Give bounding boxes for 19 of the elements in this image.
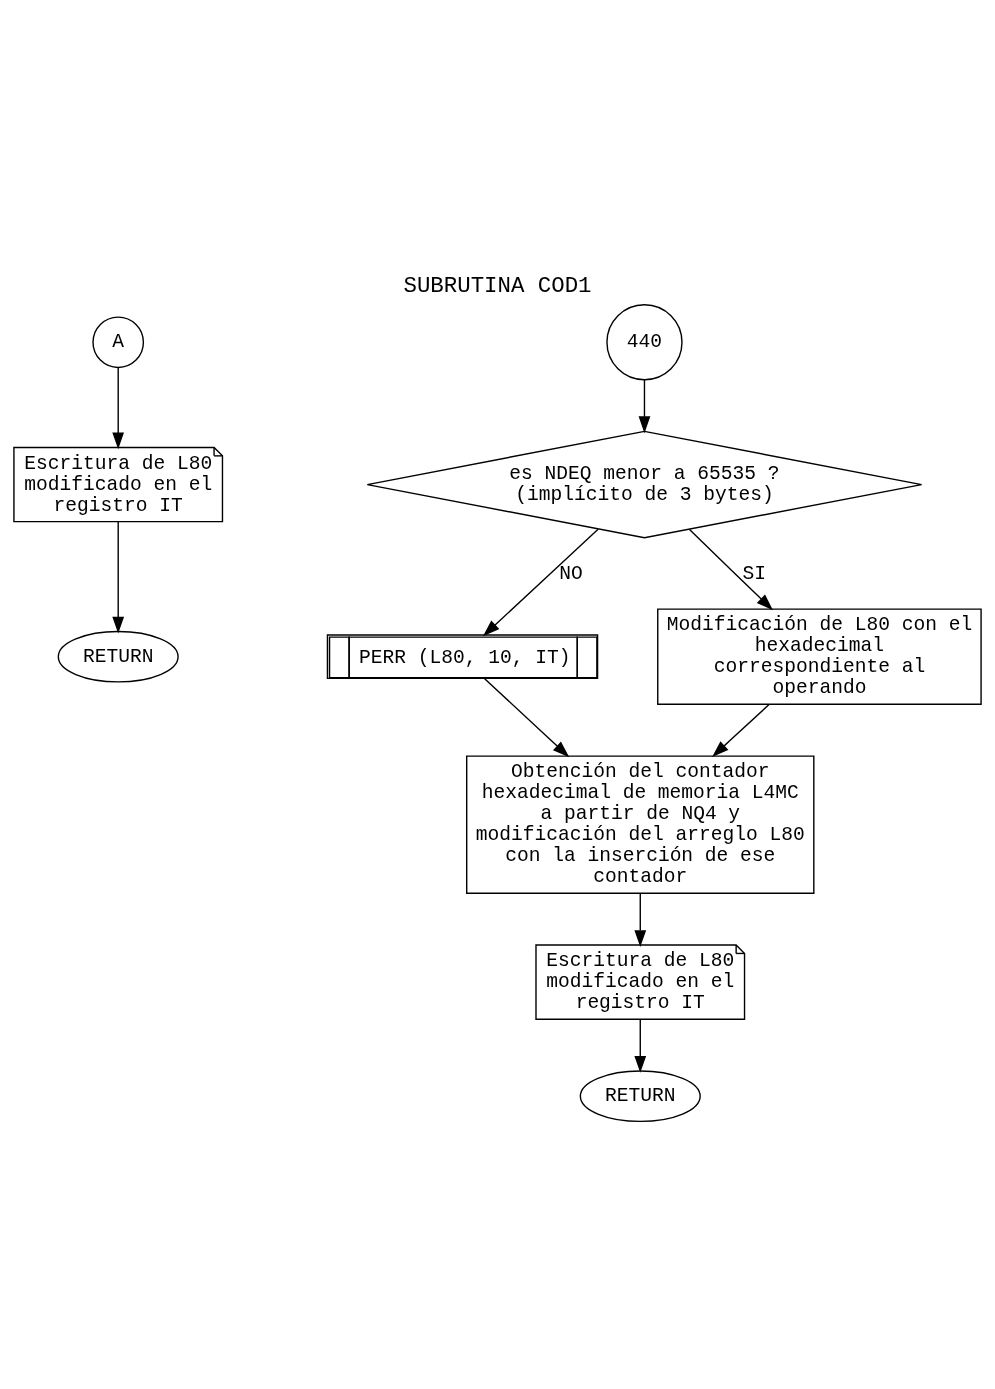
node-ellipse: RETURN <box>579 1069 701 1122</box>
diagram-title: SUBRUTINA COD1 <box>403 272 592 299</box>
node-box: Modificación de L80 con el hexadecimal correspondiente al operando <box>657 607 982 705</box>
arrow <box>634 1018 647 1073</box>
arrow <box>688 528 773 610</box>
edge-label: NO <box>559 562 583 585</box>
arrow <box>638 378 651 433</box>
node-ellipse: RETURN <box>57 630 179 683</box>
arrow <box>112 366 125 449</box>
arrow <box>712 703 770 757</box>
node-box: Obtención del contador hexadecimal de memoria L4MC a partir de NQ4 y modificación del arreglo L80 con la inserción de ese contador <box>466 754 815 894</box>
arrow <box>483 677 570 757</box>
arrow <box>634 892 647 947</box>
arrow <box>112 520 125 634</box>
arrow <box>482 527 599 636</box>
edge-label: SI <box>742 562 767 585</box>
node-circle: 440 <box>606 303 683 380</box>
node-diamond: es NDEQ menor a 65535 ? (implícito de 3 bytes) <box>366 430 923 538</box>
node-circle: A <box>92 315 145 368</box>
